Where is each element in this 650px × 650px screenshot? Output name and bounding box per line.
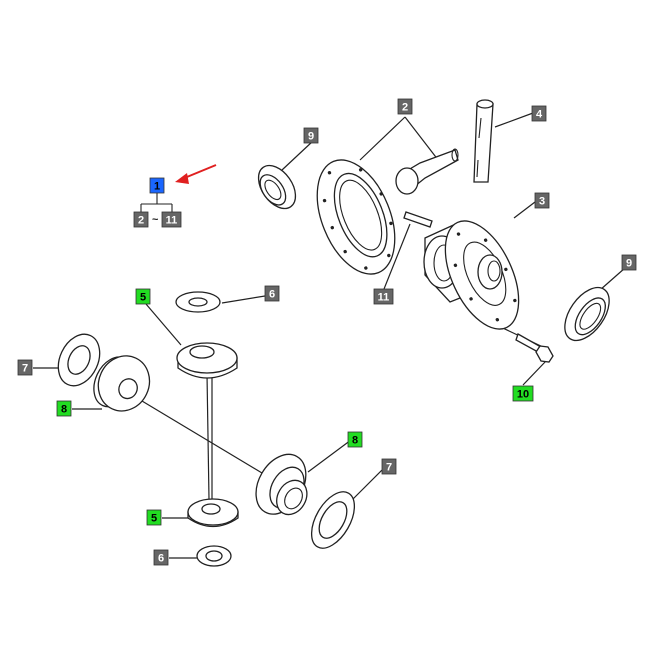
pinion-shaft xyxy=(473,99,494,183)
differential-case xyxy=(423,220,520,330)
bolt xyxy=(515,333,554,363)
svg-text:6: 6 xyxy=(158,553,164,565)
callout-8-left[interactable]: 8 xyxy=(56,400,72,417)
callout-5-lower[interactable]: 5 xyxy=(146,509,162,526)
svg-text:2: 2 xyxy=(402,102,408,114)
callout-7-left[interactable]: 7 xyxy=(17,359,33,376)
callout-3[interactable]: 3 xyxy=(534,192,550,209)
svg-text:8: 8 xyxy=(352,435,358,447)
svg-text:3: 3 xyxy=(539,196,545,208)
svg-text:5: 5 xyxy=(151,513,157,525)
callout-range-to[interactable]: 11 xyxy=(161,211,182,228)
svg-text:5: 5 xyxy=(140,292,146,304)
svg-text:2: 2 xyxy=(138,215,144,227)
svg-text:9: 9 xyxy=(308,131,314,143)
svg-text:11: 11 xyxy=(166,215,178,227)
svg-text:7: 7 xyxy=(22,363,28,375)
svg-text:4: 4 xyxy=(536,109,543,121)
callout-9-upper[interactable]: 9 xyxy=(303,127,319,144)
ring-gear xyxy=(316,159,396,275)
callout-2[interactable]: 2 xyxy=(397,98,413,115)
range-separator: ~ xyxy=(152,214,159,226)
svg-text:6: 6 xyxy=(269,289,275,301)
red-arrow-icon xyxy=(175,164,217,184)
callout-6-lower[interactable]: 6 xyxy=(153,549,169,566)
drive-pinion xyxy=(395,148,459,195)
svg-text:10: 10 xyxy=(517,389,529,401)
thrust-washer-right xyxy=(310,491,356,549)
oil-seal-upper xyxy=(257,164,297,210)
svg-text:11: 11 xyxy=(378,292,390,304)
thrust-washer-lower xyxy=(196,545,232,567)
side-gear-left xyxy=(93,355,151,412)
callout-4[interactable]: 4 xyxy=(531,105,547,122)
svg-text:7: 7 xyxy=(386,462,392,474)
callout-11[interactable]: 11 xyxy=(373,288,394,305)
lock-pin xyxy=(403,211,433,228)
oil-seal-right xyxy=(564,286,610,342)
svg-text:9: 9 xyxy=(626,258,632,270)
side-pinion-upper xyxy=(176,342,238,379)
callout-range-from[interactable]: 2 xyxy=(133,211,149,228)
callout-7-right[interactable]: 7 xyxy=(381,458,397,475)
svg-text:8: 8 xyxy=(61,404,67,416)
side-gear-right xyxy=(255,453,308,516)
callout-9-right[interactable]: 9 xyxy=(621,254,637,271)
svg-text:1: 1 xyxy=(154,181,160,193)
thrust-washer-left xyxy=(57,333,101,387)
assembly-bracket xyxy=(140,193,173,212)
callout-1[interactable]: 1 xyxy=(149,177,165,194)
callout-6-upper[interactable]: 6 xyxy=(264,285,280,302)
callout-10[interactable]: 10 xyxy=(512,385,534,402)
callout-8-right[interactable]: 8 xyxy=(347,431,363,448)
callout-5-upper[interactable]: 5 xyxy=(135,288,151,305)
thrust-washer-upper xyxy=(175,291,221,313)
side-pinion-lower xyxy=(187,498,239,528)
